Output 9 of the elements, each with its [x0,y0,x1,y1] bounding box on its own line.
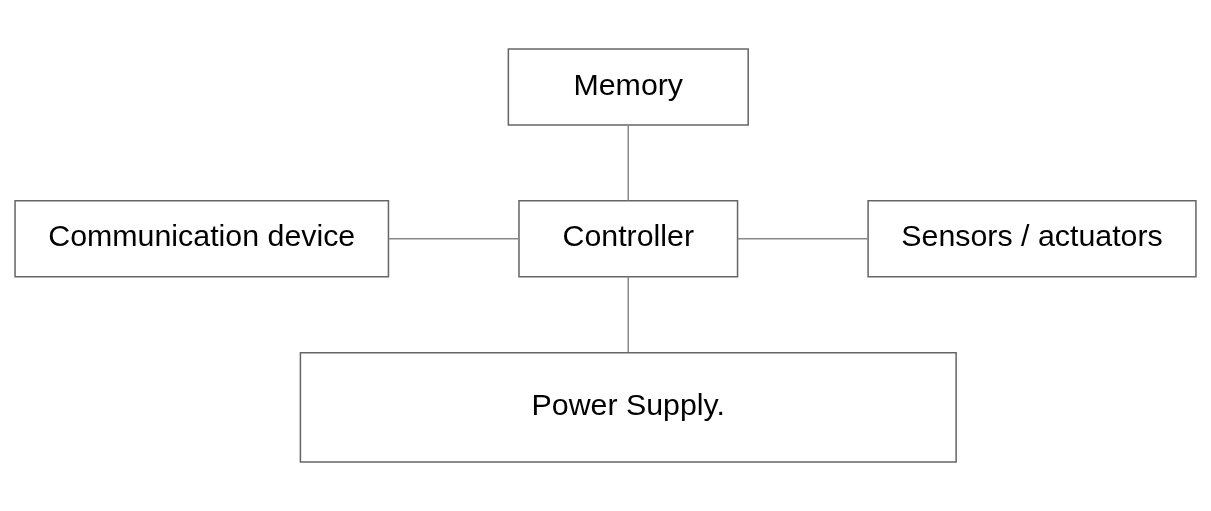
node-box: Power Supply. [299,351,957,463]
connector [627,276,630,353]
node-box: Sensors / actuators [867,200,1197,278]
node-box: Controller [518,200,739,278]
node-box: Communication device [14,200,390,278]
connector [388,238,520,240]
connector [627,124,630,202]
node-box: Memory [507,48,749,126]
connector [737,238,869,240]
